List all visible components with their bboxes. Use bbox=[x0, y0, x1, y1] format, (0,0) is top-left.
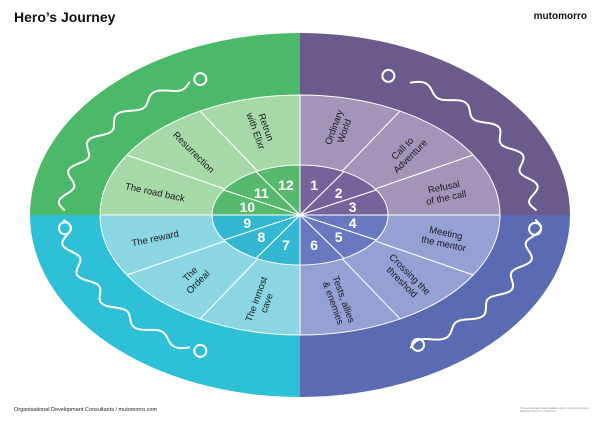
stage-number-3: 3 bbox=[349, 199, 357, 215]
journey-path-node-1 bbox=[381, 68, 396, 83]
stage-number-6: 6 bbox=[310, 237, 318, 253]
journey-path-segment-2 bbox=[409, 219, 543, 349]
journey-path-segment-3 bbox=[61, 219, 191, 350]
stage-number-12: 12 bbox=[278, 177, 294, 193]
stage-number-10: 10 bbox=[240, 199, 256, 215]
footer-text: Organisational Development Consultants /… bbox=[14, 407, 158, 413]
stage-number-ring bbox=[211, 164, 389, 266]
journey-path-segment-1 bbox=[409, 80, 539, 211]
fine-print: This tool has been made available under … bbox=[520, 407, 590, 413]
stage-number-2: 2 bbox=[335, 185, 343, 201]
stage-number-1: 1 bbox=[310, 177, 318, 193]
stage-number-8: 8 bbox=[258, 229, 266, 245]
stage-number-9: 9 bbox=[243, 215, 251, 231]
journey-path-node-6 bbox=[193, 72, 208, 87]
stage-number-4: 4 bbox=[349, 215, 357, 231]
stage-segments bbox=[99, 94, 501, 336]
journey-path-node-3 bbox=[411, 337, 425, 352]
journey-path bbox=[57, 68, 543, 358]
stage-number-11: 11 bbox=[254, 185, 269, 201]
stage-number-7: 7 bbox=[282, 237, 290, 253]
journey-path-node-4 bbox=[193, 343, 208, 358]
brand-logo: mutomorro bbox=[533, 11, 587, 22]
journey-path-node-5 bbox=[57, 221, 72, 236]
stage-inner-12 bbox=[255, 164, 301, 217]
journey-path-node-2 bbox=[528, 221, 543, 236]
page-title: Hero’s Journey bbox=[14, 9, 116, 25]
stage-number-5: 5 bbox=[335, 229, 343, 245]
journey-path-segment-4 bbox=[57, 81, 191, 211]
